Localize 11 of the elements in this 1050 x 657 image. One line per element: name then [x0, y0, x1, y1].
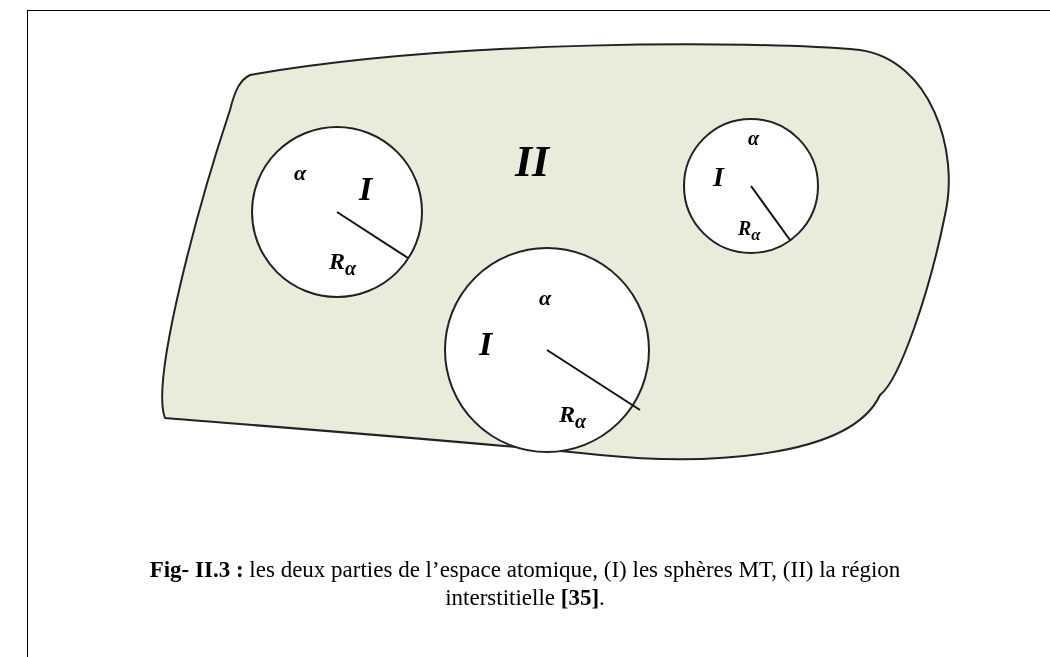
- region-label: II: [515, 140, 550, 184]
- sphere-label: I: [359, 172, 373, 206]
- sphere-label: α: [748, 128, 760, 148]
- figure-caption: Fig- II.3 : les deux parties de l’espace atomique, (I) les sphères MT, (II) la région interstitielle [35].: [148, 556, 902, 612]
- sphere-label: R$_{α}$: [559, 402, 587, 431]
- sphere-label: α: [294, 162, 307, 184]
- sphere-label: I: [713, 163, 724, 191]
- sphere-label: R$_{α}$: [329, 249, 357, 278]
- sphere-label: R$_{α}$: [738, 218, 761, 244]
- sphere-label: I: [479, 327, 493, 361]
- sphere-label: α: [539, 287, 552, 309]
